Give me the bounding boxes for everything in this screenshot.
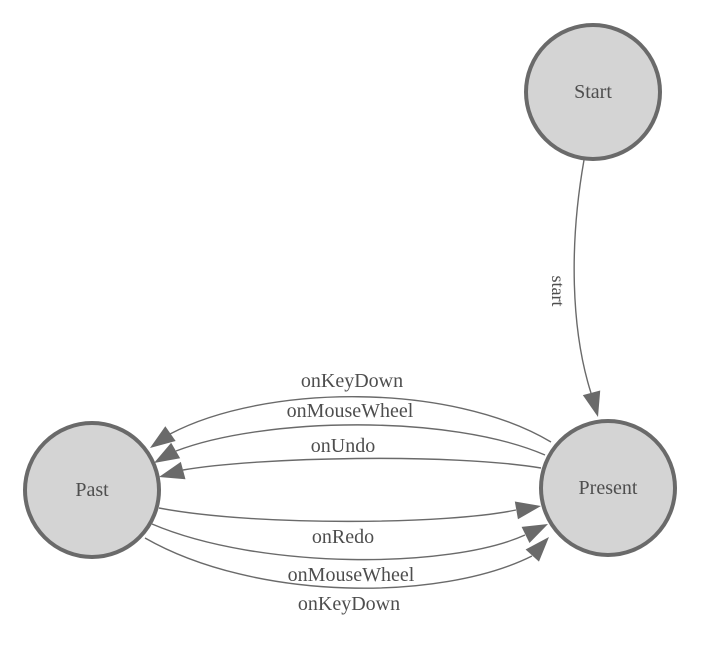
state-label-start: Start	[574, 81, 612, 103]
state-label-past: Past	[75, 479, 109, 501]
state-circle-start	[524, 23, 662, 161]
edge-label-layer: start onKeyDown onMouseWheel onUndo onRe…	[287, 276, 568, 616]
node-layer: Start Present Past	[23, 23, 677, 559]
edge-label-onundo: onUndo	[311, 435, 375, 457]
edge-label-onredo: onRedo	[312, 526, 374, 548]
edge-label-onmousewheel-bottom: onMouseWheel	[288, 564, 415, 586]
state-circle-present	[539, 419, 677, 557]
edge-label-start: start	[548, 276, 568, 307]
edge-present-to-past-onundo	[182, 457, 542, 471]
state-node-present: Present	[539, 419, 677, 557]
edge-past-to-present-onredo	[158, 507, 517, 523]
state-node-past: Past	[23, 421, 161, 559]
edge-start-to-present	[573, 159, 592, 394]
arrowhead-past-to-present-onredo-icon	[514, 501, 541, 520]
edge-layer	[144, 159, 601, 589]
arrowhead-present-to-past-onkeydown-icon	[150, 426, 176, 448]
arrowhead-past-to-present-onmousewheel-icon	[521, 524, 548, 544]
edge-label-onmousewheel-top: onMouseWheel	[287, 400, 414, 422]
edge-label-onkeydown-top: onKeyDown	[301, 370, 403, 392]
arrowhead-present-to-past-onundo-icon	[159, 461, 186, 480]
state-node-start: Start	[524, 23, 662, 161]
edge-present-to-past-onkeydown	[169, 396, 552, 443]
arrowhead-start-to-present-icon	[582, 390, 601, 417]
arrowhead-past-to-present-onkeydown-icon	[525, 537, 549, 562]
edge-present-to-past-onmousewheel	[175, 424, 546, 456]
state-circle-past	[23, 421, 161, 559]
state-label-present: Present	[579, 477, 638, 499]
edge-past-to-present-onmousewheel	[151, 523, 526, 561]
arrowhead-present-to-past-onmousewheel-icon	[154, 442, 181, 463]
edge-past-to-present-onkeydown	[144, 537, 533, 589]
edge-label-onkeydown-bottom: onKeyDown	[298, 593, 400, 615]
